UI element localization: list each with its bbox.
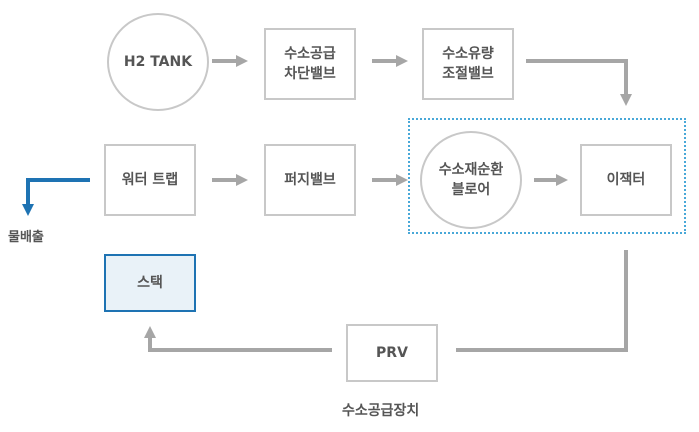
purge-valve-node: 퍼지밸브 <box>264 144 356 216</box>
water-drain-label: 물배출 <box>8 230 44 245</box>
line-ejector-to-prv <box>456 250 628 352</box>
arrow-blower-to-ejector <box>534 174 568 186</box>
arrow-water-drain <box>22 178 90 216</box>
stack-node: 스택 <box>104 254 196 312</box>
prv-node: PRV <box>346 324 438 382</box>
arrow-flowcontrol-to-ejector <box>526 59 632 106</box>
ejector-node: 이잭터 <box>580 144 672 216</box>
recirculation-blower-node: 수소재순환 블로어 <box>420 131 522 229</box>
arrow-prv-to-stack <box>144 326 332 352</box>
arrow-shutoff-to-flowcontrol <box>372 55 408 67</box>
recirculation-zone <box>408 118 686 234</box>
shutoff-valve-node: 수소공급 차단밸브 <box>264 28 356 100</box>
diagram-caption: 수소공급장치 <box>342 403 420 419</box>
arrow-trap-to-purge <box>212 174 248 186</box>
h2-tank-node: H2 TANK <box>107 13 209 111</box>
arrow-purge-to-blower <box>372 174 408 186</box>
water-trap-node: 워터 트랩 <box>104 144 196 216</box>
flow-control-valve-node: 수소유량 조절밸브 <box>422 28 514 100</box>
arrow-tank-to-shutoff <box>212 55 248 67</box>
